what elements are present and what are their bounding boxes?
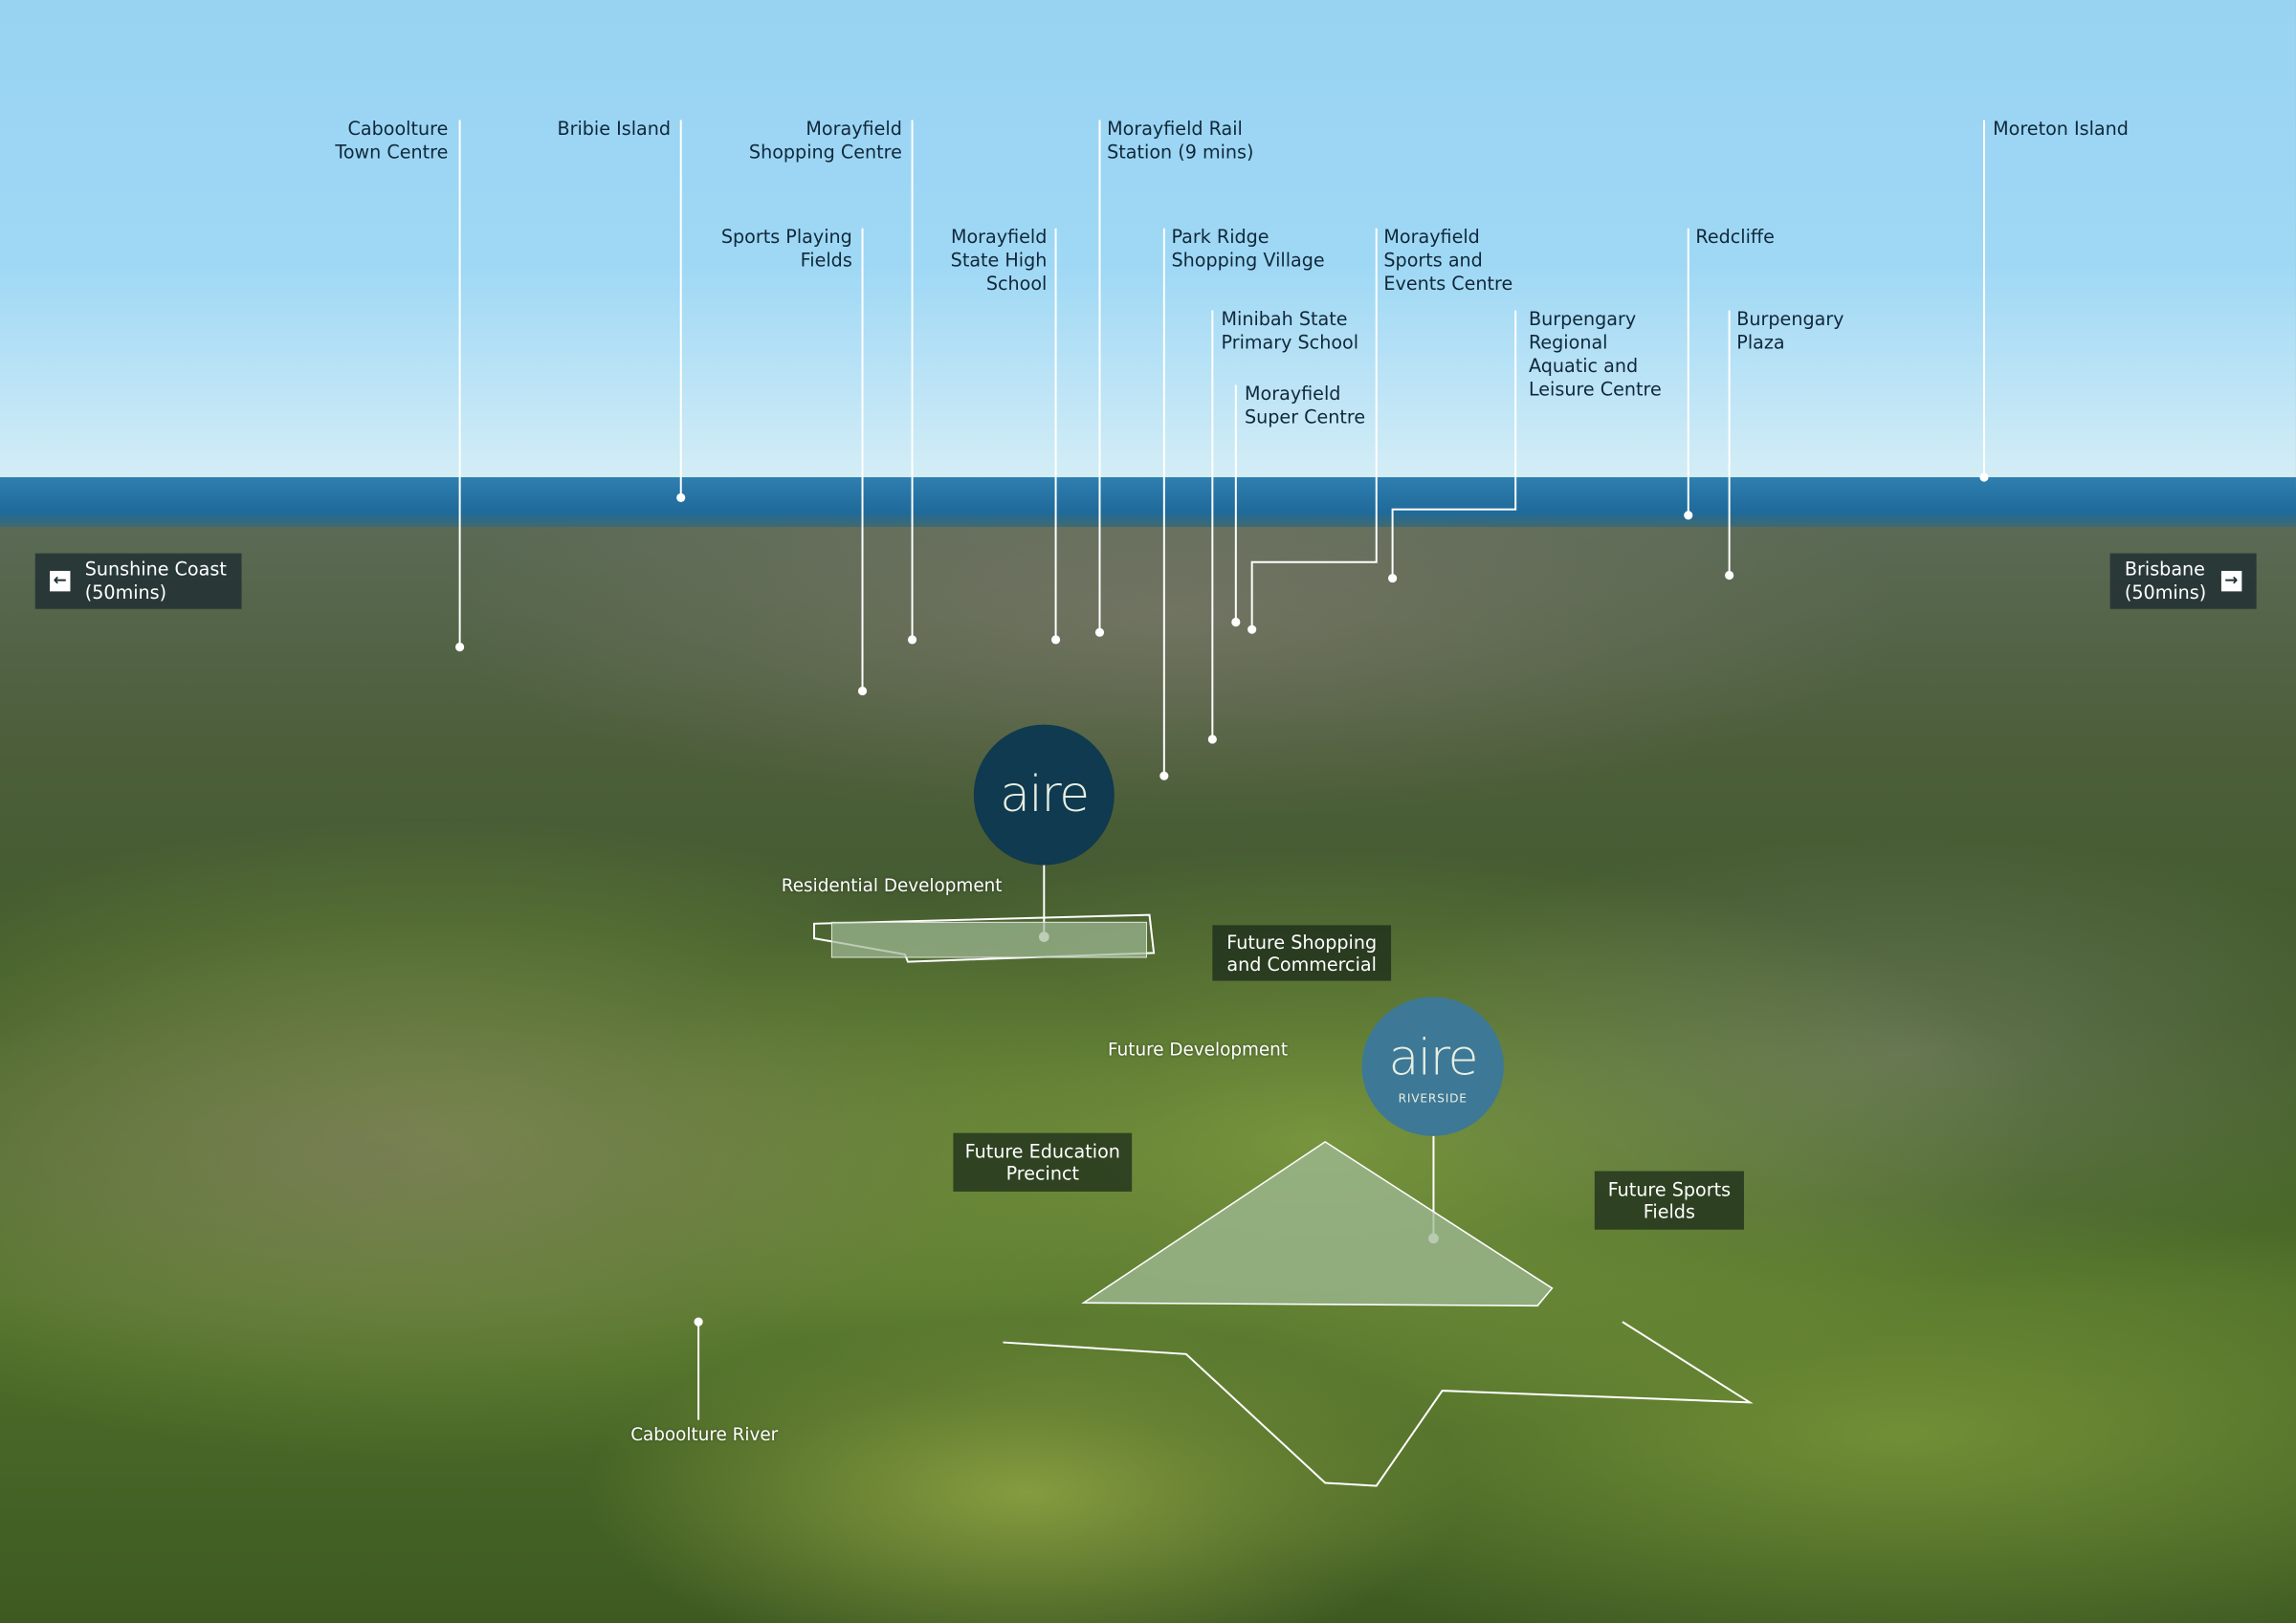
label-line: Morayfield bbox=[806, 117, 902, 140]
label-line: Primary School bbox=[1221, 330, 1359, 353]
label-line: Sports and bbox=[1383, 249, 1483, 272]
label-bribie-island: Bribie Island bbox=[557, 117, 672, 140]
label-line: Fields bbox=[800, 249, 852, 272]
label-line: Precinct bbox=[1005, 1162, 1079, 1185]
label-line: Burpengary bbox=[1528, 307, 1637, 330]
label-line: Plaza bbox=[1736, 330, 1785, 353]
caboolture-river-label: Caboolture River bbox=[630, 1424, 779, 1445]
label-line: Sports Playing bbox=[720, 225, 852, 248]
label-line: Regional bbox=[1528, 330, 1608, 353]
brisbane-button[interactable]: Brisbane(50mins) → bbox=[2109, 553, 2257, 609]
label-line: Station (9 mins) bbox=[1107, 140, 1254, 163]
label-line: Aquatic and bbox=[1528, 354, 1639, 377]
sunshine-coast-label: Sunshine Coast(50mins) bbox=[85, 558, 227, 604]
label-line: Brisbane bbox=[2124, 558, 2205, 581]
label-line: Morayfield bbox=[1245, 382, 1341, 405]
aire-wordmark: aire bbox=[1388, 1028, 1478, 1087]
arrow-right-icon: → bbox=[2220, 570, 2241, 592]
future-development-label: Future Development bbox=[1108, 1039, 1289, 1061]
label-line: Shopping Centre bbox=[748, 140, 902, 163]
label-line: Shopping Village bbox=[1171, 249, 1325, 272]
label-line: State High bbox=[950, 249, 1048, 272]
label-line: (50mins) bbox=[2124, 581, 2207, 603]
label-line: Burpengary bbox=[1736, 307, 1844, 330]
label-line: and Commercial bbox=[1226, 953, 1377, 976]
sky bbox=[0, 0, 2296, 487]
label-line: Morayfield bbox=[950, 225, 1048, 248]
label-redcliffe: Redcliffe bbox=[1695, 225, 1775, 248]
aire-riverside-logo: aire RIVERSIDE bbox=[1361, 997, 1504, 1136]
label-line: Minibah State bbox=[1221, 307, 1348, 330]
label-line: Caboolture bbox=[347, 117, 449, 140]
label-line: Leisure Centre bbox=[1528, 377, 1662, 400]
label-line: School bbox=[985, 272, 1048, 295]
brisbane-label: Brisbane(50mins) bbox=[2125, 558, 2206, 604]
riverside-wordmark: RIVERSIDE bbox=[1398, 1091, 1468, 1105]
residential-development-label: Residential Development bbox=[781, 875, 1003, 896]
label-line: Morayfield bbox=[1383, 225, 1480, 248]
label-line: Future Sports bbox=[1607, 1178, 1732, 1201]
label-line: Sunshine Coast bbox=[84, 558, 227, 581]
aire-wordmark: aire bbox=[1000, 765, 1090, 824]
aire-logo: aire bbox=[973, 724, 1115, 866]
riverside-lots bbox=[1081, 1140, 1554, 1307]
label-line: Future Education bbox=[964, 1140, 1120, 1163]
label-line: Park Ridge bbox=[1171, 225, 1269, 248]
label-line: Events Centre bbox=[1383, 272, 1513, 295]
land bbox=[0, 527, 2296, 1623]
label-line: Fields bbox=[1643, 1200, 1695, 1223]
arrow-left-icon: ← bbox=[50, 570, 71, 592]
label-line: Town Centre bbox=[335, 140, 449, 163]
sunshine-coast-button[interactable]: ← Sunshine Coast(50mins) bbox=[34, 553, 242, 609]
label-line: Super Centre bbox=[1245, 405, 1366, 428]
label-line: Future Shopping bbox=[1226, 931, 1378, 954]
label-moreton-island: Moreton Island bbox=[1993, 117, 2129, 140]
label-line: Morayfield Rail bbox=[1107, 117, 1243, 140]
sea bbox=[0, 476, 2296, 537]
label-line: (50mins) bbox=[84, 581, 167, 603]
